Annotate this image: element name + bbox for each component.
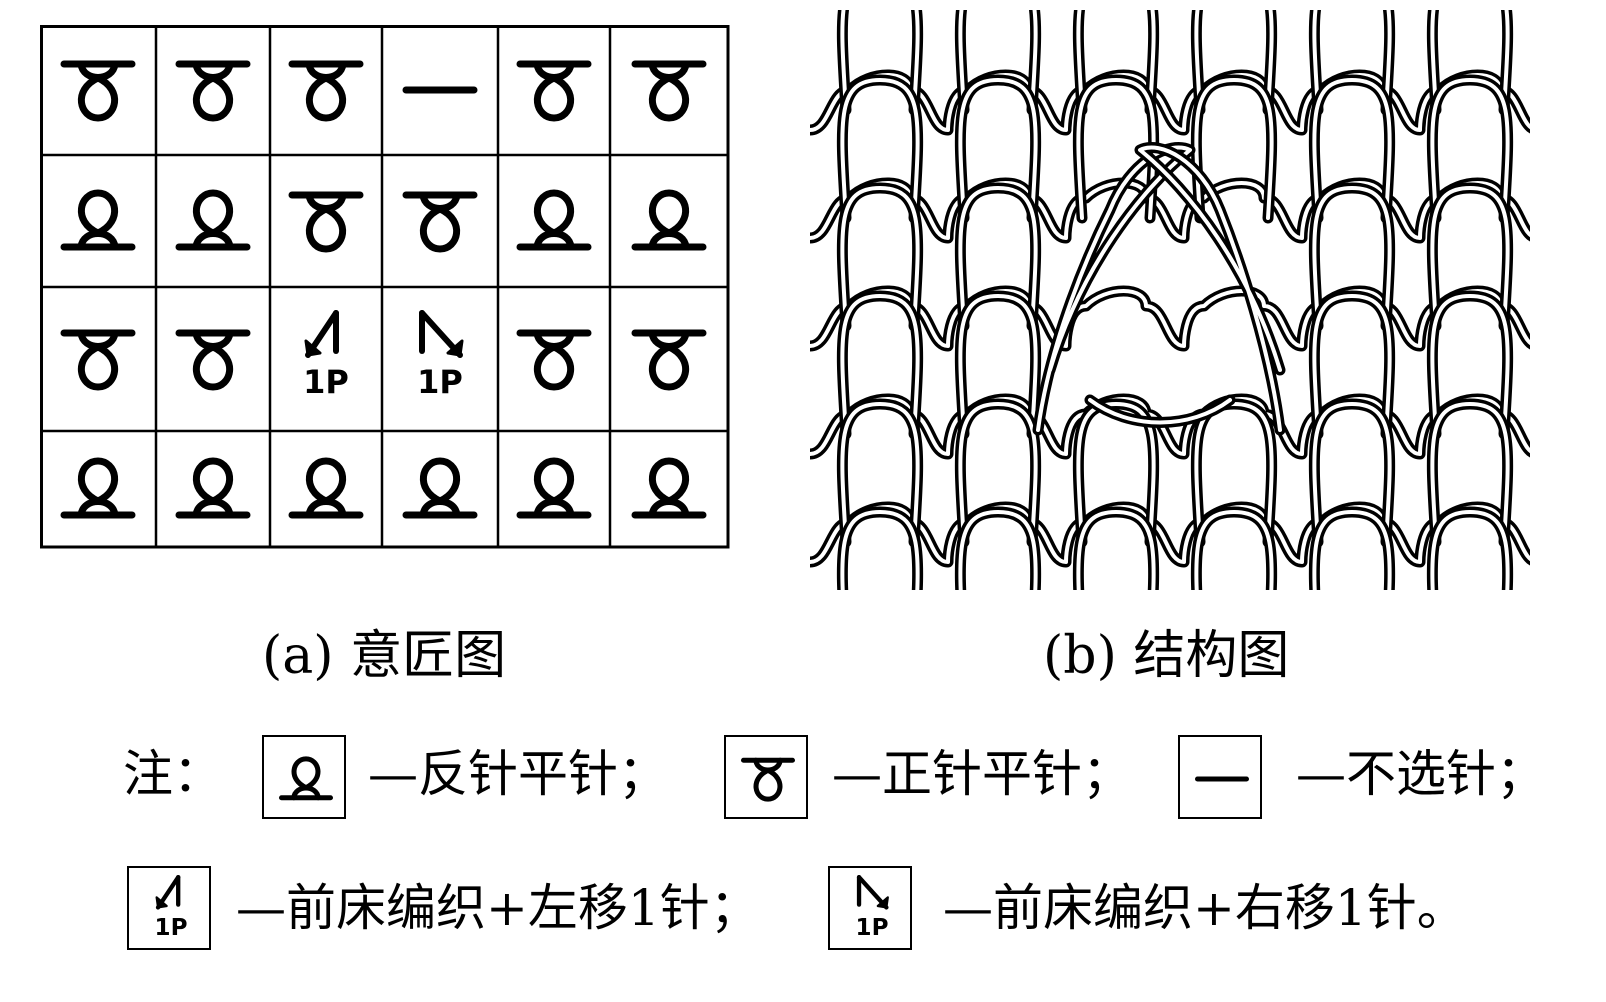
stitch-loop: [1426, 506, 1514, 590]
stitch-loop: [1308, 182, 1396, 332]
course-yarn: [810, 69, 1530, 136]
stitch-loop: [1308, 290, 1396, 440]
legend-symbol-transfer-right: 1P: [856, 875, 889, 941]
legend-symbol-transfer-left: 1P: [155, 875, 188, 941]
stitch-loop: [1308, 10, 1396, 116]
stitch-symbol-front: [60, 329, 136, 391]
stitch-loop: [1308, 506, 1396, 590]
stitch-symbol-front: [516, 60, 592, 122]
legend-symbol-back: [279, 756, 333, 801]
stitch-symbol-transfer-right: 1P: [417, 310, 464, 401]
stitch-symbol-back: [60, 457, 136, 519]
eyelet-bottom-yarn: [1084, 394, 1236, 428]
stitch-symbol-back: [631, 457, 707, 519]
stitch-symbol-transfer-left: 1P: [303, 310, 349, 401]
stitch-loop: [1190, 398, 1278, 548]
stitch-loop: [836, 506, 924, 590]
course-yarn: [810, 501, 1530, 568]
stitch-loop: [1308, 74, 1396, 224]
stitch-symbol-front: [288, 60, 364, 122]
legend-back-stitch-text: —反针平针；: [368, 745, 668, 803]
stitch-loop: [836, 398, 924, 548]
stitch-loop: [836, 10, 924, 116]
transfer-left-legend-icon: 1P: [127, 866, 211, 950]
transfer-right-legend-icon: 1P: [828, 866, 912, 950]
stitch-symbol-back: [175, 457, 251, 519]
course-yarn: [810, 285, 1530, 352]
stitch-symbol-front: [516, 329, 592, 391]
stitch-symbol-back: [631, 189, 707, 251]
stitch-loop: [1426, 10, 1514, 116]
legend-symbol-front: [741, 757, 795, 802]
stitch-loop: [1426, 398, 1514, 548]
legend-miss-stitch-text: —不选针；: [1296, 745, 1546, 803]
svg-text:1P: 1P: [303, 363, 349, 401]
stitch-loop: [836, 182, 924, 332]
stitch-loop: [836, 290, 924, 440]
stitch-symbol-front: [175, 329, 251, 391]
stitch-symbol-front: [60, 60, 136, 122]
stitch-loop: [954, 506, 1042, 590]
stitch-loop: [954, 10, 1042, 116]
legend-transfer-right-text: —前床编织+右移1针。: [943, 879, 1467, 937]
stitch-loop: [1426, 74, 1514, 224]
pattern-chart: 1P 1P: [40, 25, 730, 549]
stitch-symbol-back: [516, 457, 592, 519]
stitch-symbol-front: [402, 191, 478, 253]
stitch-loop: [1072, 10, 1160, 116]
stitch-symbol-front: [175, 60, 251, 122]
caption-pattern-chart: (a) 意匠图: [262, 626, 507, 686]
stitch-loop: [1308, 398, 1396, 548]
transferred-loop-right: [1134, 142, 1286, 436]
stitch-symbol-back: [402, 457, 478, 519]
legend-front-stitch-text: —正针平针；: [832, 745, 1132, 803]
stitch-loop: [1190, 74, 1278, 224]
front-stitch-legend-icon: [724, 735, 808, 819]
knit-structure-diagram: [810, 10, 1530, 590]
legend-transfer-left-text: —前床编织+左移1针；: [236, 879, 760, 937]
stitch-loop: [954, 74, 1042, 224]
stitch-symbol-back: [288, 457, 364, 519]
back-stitch-legend-icon: [262, 735, 346, 819]
stitch-loop: [1190, 10, 1278, 116]
stitch-loop: [954, 398, 1042, 548]
stitch-loop: [954, 182, 1042, 332]
svg-text:1P: 1P: [856, 915, 889, 941]
stitch-symbol-front: [631, 60, 707, 122]
stitch-symbol-front: [631, 329, 707, 391]
stitch-loop: [1072, 398, 1160, 548]
stitch-symbol-back: [516, 189, 592, 251]
stitch-symbol-back: [175, 189, 251, 251]
stitch-symbol-back: [60, 189, 136, 251]
stitch-loop: [954, 290, 1042, 440]
stitch-loop: [1072, 506, 1160, 590]
stitch-loop: [1426, 182, 1514, 332]
svg-text:1P: 1P: [417, 363, 463, 401]
caption-structure-diagram: (b) 结构图: [1043, 626, 1290, 686]
note-label: 注：: [123, 745, 223, 803]
stitch-loop: [1190, 506, 1278, 590]
miss-stitch-legend-icon: [1178, 735, 1262, 819]
stitch-symbol-front: [288, 191, 364, 253]
course-yarn: [810, 177, 1530, 244]
course-yarn: [810, 393, 1530, 460]
svg-text:1P: 1P: [155, 915, 188, 941]
stitch-loop: [1426, 290, 1514, 440]
stitch-loop: [836, 74, 924, 224]
